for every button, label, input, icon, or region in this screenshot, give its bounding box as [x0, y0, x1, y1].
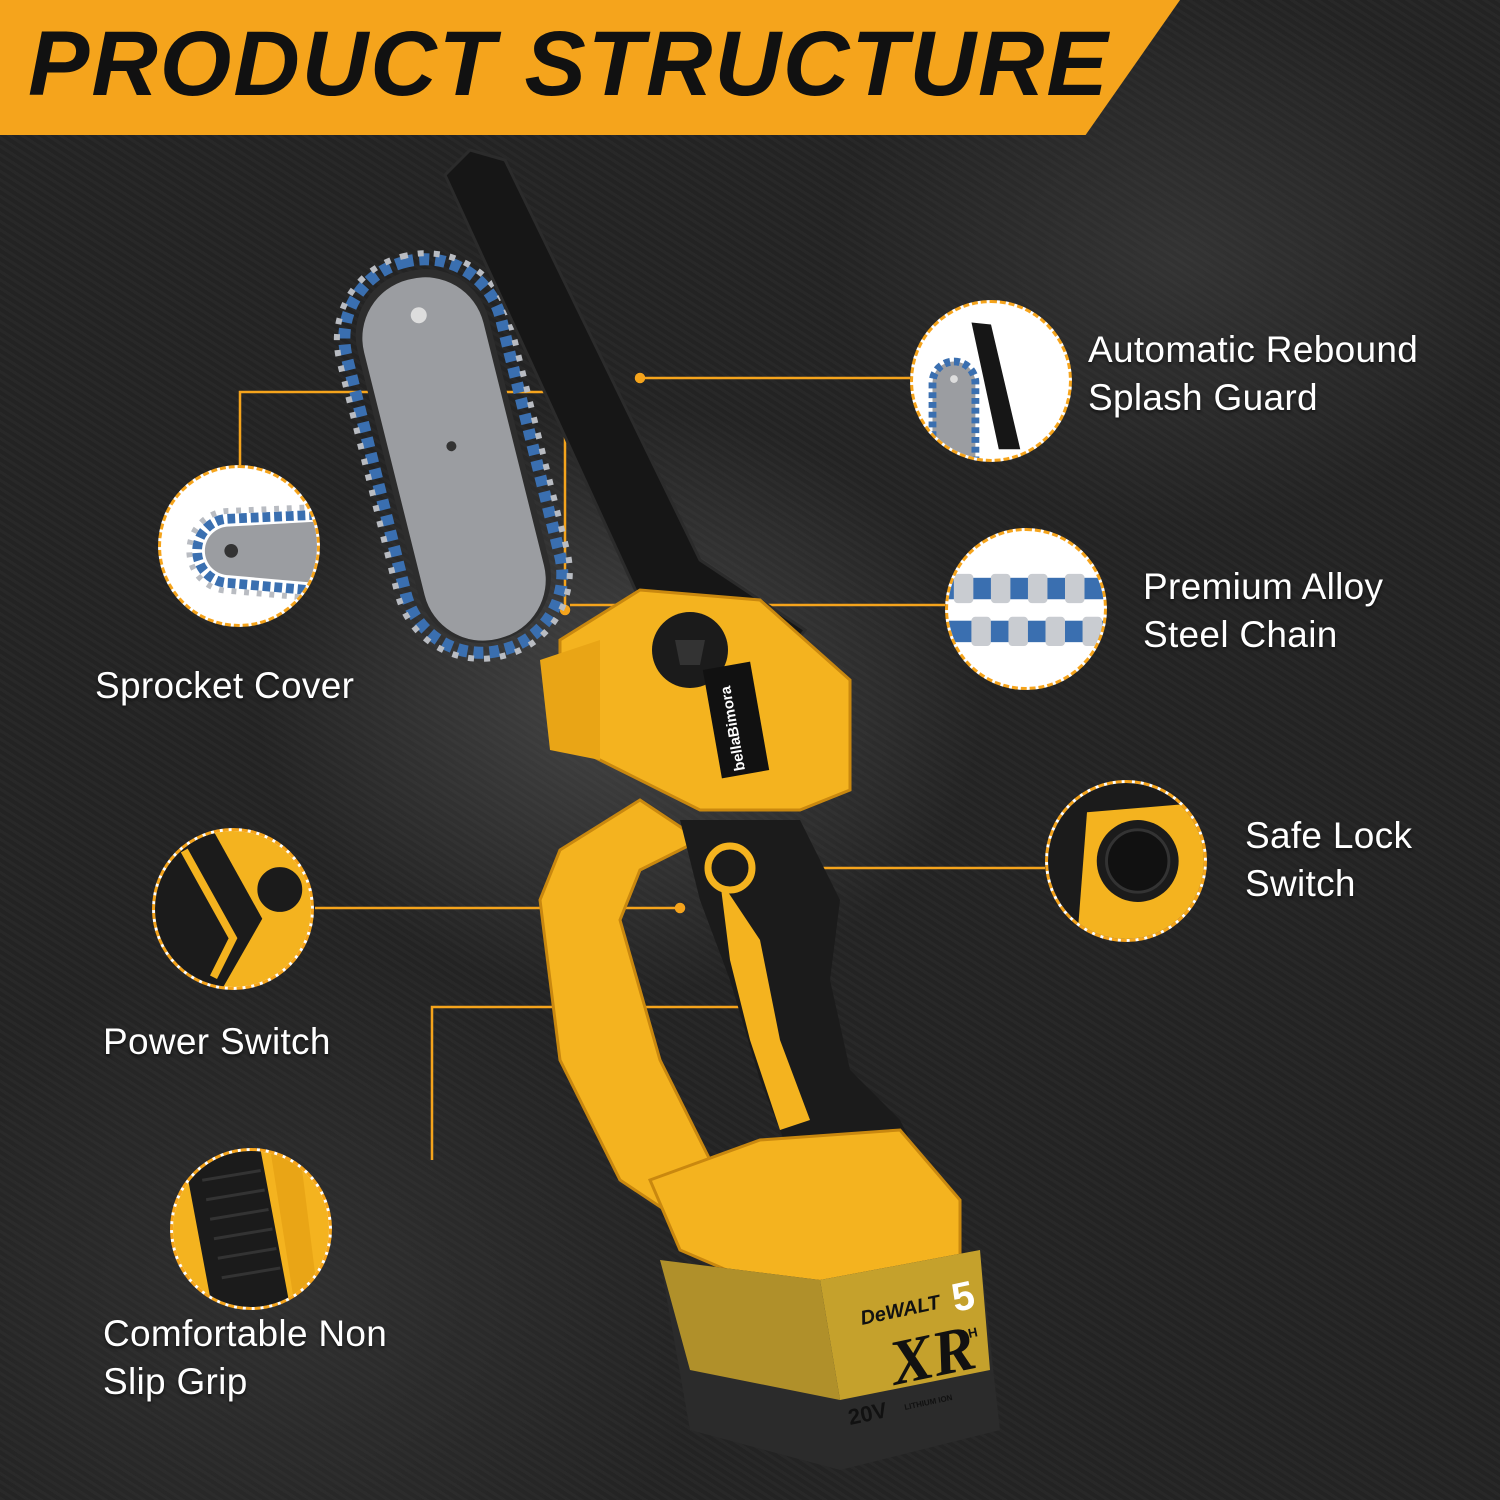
label-power-switch: Power Switch [103, 1021, 331, 1062]
splash-guard-detail-icon [928, 322, 1021, 459]
power-switch-detail-icon [155, 831, 311, 987]
callout-grip [170, 1148, 332, 1310]
header-banner: PRODUCT STRUCTURE [0, 0, 1180, 135]
label-grip: Comfortable Non Slip Grip [103, 1313, 388, 1402]
label-sprocket-cover: Sprocket Cover [95, 665, 355, 706]
label-safe-lock: Safe Lock Switch [1245, 815, 1413, 904]
page-title: PRODUCT STRUCTURE [28, 13, 1110, 115]
guide-bar [333, 250, 573, 662]
chain-detail-icon [948, 573, 1104, 647]
callout-sprocket-cover [158, 465, 320, 627]
callout-safe-lock [1045, 780, 1207, 942]
sprocket-detail-icon [186, 504, 317, 602]
brand-plate [702, 661, 770, 779]
label-splash-guard: Automatic Rebound Splash Guard [1088, 329, 1419, 418]
callout-alloy-chain [945, 528, 1107, 690]
callout-splash-guard [910, 300, 1072, 462]
grip-detail-icon [173, 1151, 329, 1307]
lock-switch-detail-icon [1048, 783, 1204, 939]
label-alloy-chain: Premium Alloy Steel Chain [1143, 566, 1384, 655]
callout-power-switch [152, 828, 314, 990]
battery-unit: AH [958, 1324, 979, 1343]
line-grip [430, 1005, 800, 1160]
